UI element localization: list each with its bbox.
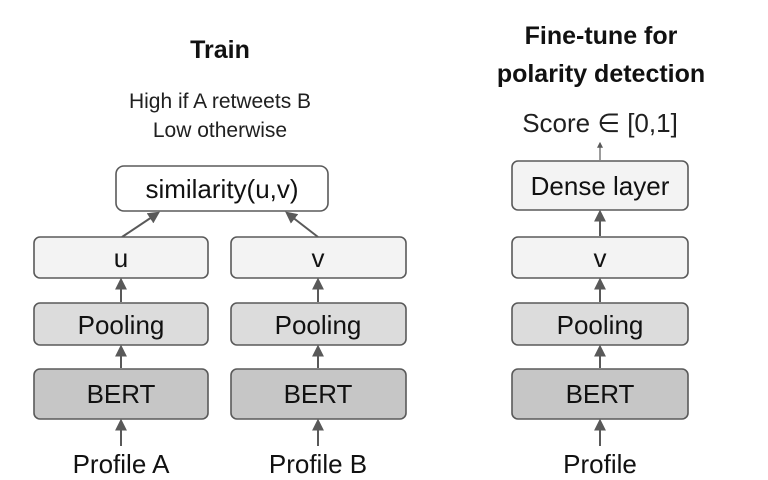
embedding-label-u: u — [114, 243, 128, 273]
similarity-box — [115, 165, 329, 212]
finetune-title-line2: polarity detection — [497, 60, 705, 88]
bert-label-finetune: BERT — [566, 379, 635, 409]
similarity-node: similarity(u,v) — [115, 165, 329, 212]
pooling-label-finetune: Pooling — [557, 310, 644, 340]
bert-label-left: BERT — [87, 379, 156, 409]
train-caption-line2: Low otherwise — [153, 119, 287, 142]
arrow-v-to-similarity — [285, 211, 319, 238]
train-right-tower: v Pooling BERT Profile B — [230, 236, 407, 479]
finetune-section: Fine-tune for polarity detection Score ∈… — [497, 22, 705, 479]
input-label-profile-b: Profile B — [269, 449, 367, 479]
train-section: Train High if A retweets B Low otherwise… — [33, 36, 407, 479]
input-label-profile-a: Profile A — [73, 449, 170, 479]
arrow-u-to-similarity — [121, 211, 160, 238]
embedding-label-v-finetune: v — [594, 243, 607, 273]
finetune-title-line1: Fine-tune for — [525, 22, 678, 50]
embedding-label-v: v — [312, 243, 325, 273]
pooling-label-left: Pooling — [78, 310, 165, 340]
train-caption-line1: High if A retweets B — [129, 90, 311, 113]
train-title: Train — [190, 36, 250, 64]
pooling-label-right: Pooling — [275, 310, 362, 340]
bert-label-right: BERT — [284, 379, 353, 409]
score-label: Score ∈ [0,1] — [522, 108, 678, 138]
input-label-profile: Profile — [563, 449, 637, 479]
similarity-label: similarity(u,v) — [145, 174, 298, 204]
dense-layer-label: Dense layer — [531, 171, 670, 201]
train-left-tower: u Pooling BERT Profile A — [33, 236, 209, 479]
